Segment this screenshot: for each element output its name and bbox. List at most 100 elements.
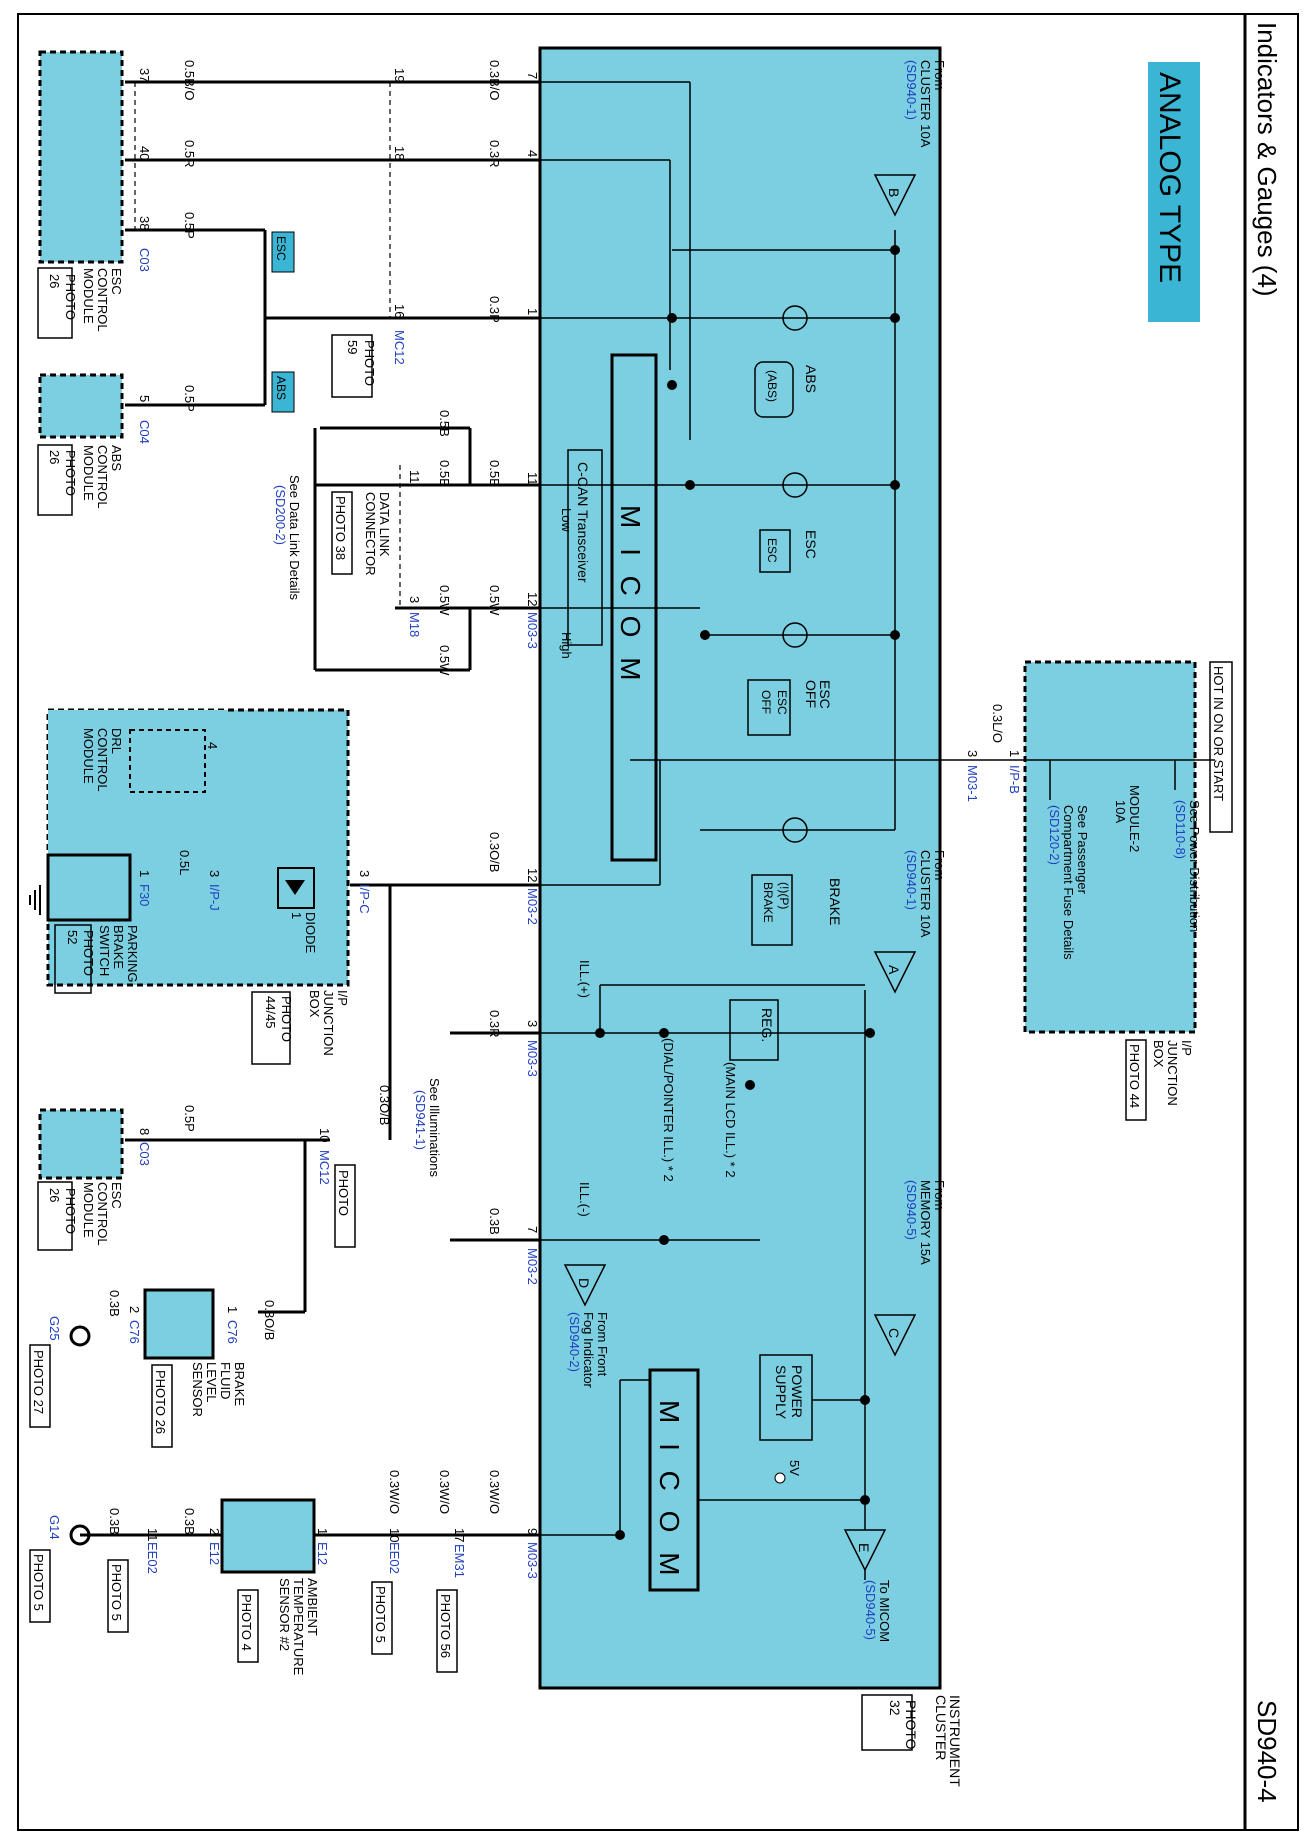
pin-7-top: 7: [525, 72, 540, 79]
ccan-transceiver-box: [567, 449, 603, 646]
wire-05l: 0.5L: [177, 850, 192, 875]
photo38-box: [331, 491, 353, 575]
conn-c04: C04: [137, 420, 152, 444]
conn-c76-b: C76: [127, 1320, 142, 1344]
hot-note: HOT IN ON OR START: [1211, 666, 1226, 801]
v5-label: 5V: [787, 1460, 802, 1476]
wire-05b-b: 0.5B: [437, 460, 452, 487]
conn-ee02-b: EE02: [145, 1542, 160, 1574]
conn-m03-3-a: M03-3: [525, 612, 540, 649]
pin-12-a: 12: [525, 592, 540, 606]
photo27-box: [29, 1344, 51, 1428]
photo4-box: [237, 1589, 259, 1663]
pin-3-ipc: 3: [357, 870, 372, 877]
wire-05p-b: 0.5P: [182, 385, 197, 412]
pin-2-c76: 2: [127, 1306, 142, 1313]
wire-05w-b: 0.5W: [487, 585, 502, 616]
esc-module-photo-box: [37, 267, 73, 339]
wire-05w-c: 0.5W: [437, 645, 452, 676]
pin-10-ee02: 10: [387, 1528, 402, 1542]
diode-icon: [285, 880, 305, 895]
cluster-junctions: [595, 245, 900, 1540]
wire-05r: 0.5R: [182, 140, 197, 167]
conn-ipj: I/P-J: [207, 884, 222, 911]
pin-11-a: 11: [525, 472, 540, 486]
micom-lower-box: [648, 1368, 700, 1592]
micom-lower-label: M I C O M: [654, 1400, 685, 1582]
abs-tag-box: [271, 371, 295, 413]
ground-icon-parking: [29, 885, 41, 915]
regulator-label: REG.: [759, 1008, 775, 1042]
brake-fluid-label-4: SENSOR: [190, 1362, 205, 1417]
power-supply-box: [759, 1354, 813, 1441]
conn-ee02-a: EE02: [387, 1542, 402, 1574]
wire-03r: 0.3R: [487, 140, 502, 167]
abs-module-label-1: ABS: [109, 445, 124, 471]
pin-1-c76: 1: [225, 1306, 240, 1313]
abs-module-label-2: CONTROL: [95, 445, 110, 509]
cluster-internal-wiring: [540, 81, 940, 1580]
ccan-high-label: High: [559, 632, 574, 659]
ccan-transceiver-label: C-CAN Transceiver: [575, 462, 591, 583]
esc-module-lower-photo-box: [37, 1181, 73, 1251]
parking-label-1: PARKING: [125, 925, 140, 983]
conn-c03-top: C03: [137, 248, 152, 272]
feed-a: A From CLUSTER 10A (SD940-1): [873, 850, 947, 994]
esc-off-label-1: ESC: [817, 680, 833, 709]
feed-d-triangle: [563, 1264, 607, 1307]
sd941-ref: (SD941-1): [413, 1090, 428, 1150]
conn-c03-lower: C03: [137, 1142, 152, 1166]
data-link-details: See Data Link Details: [287, 475, 302, 601]
wire-03ob-c: 0.3O/B: [262, 1300, 277, 1340]
esc-symbol-box: [759, 529, 791, 573]
esc-module-lower-label-3: MODULE: [81, 1182, 96, 1238]
conn-mc12-lower: MC12: [317, 1150, 332, 1185]
abs-module-photo-box: [37, 444, 73, 516]
feed-d-line-2: Fog Indicator: [581, 1312, 596, 1389]
esc-off-symbol-1: ESC: [775, 690, 789, 715]
conn-em31: EM31: [452, 1544, 467, 1578]
pin-16: 16: [392, 304, 407, 318]
regulator-box: [729, 999, 779, 1061]
photo44-box: [1125, 1039, 1147, 1121]
sheet-frame: [17, 13, 1299, 1831]
feed-b-line-2: CLUSTER 10A: [918, 60, 933, 148]
feed-e-ref: (SD940-5): [863, 1580, 878, 1640]
photo4445-1: PHOTO: [279, 996, 294, 1042]
conn-m03-3-c: M03-3: [525, 1542, 540, 1579]
power-supply-label-2: SUPPLY: [773, 1365, 789, 1420]
conn-mc12-top: MC12: [392, 330, 407, 365]
pin-37: 37: [137, 68, 152, 82]
ip-jb-upper-label-1: I/P: [1179, 1040, 1194, 1056]
ill-neg-label: ILL.(-): [577, 1182, 592, 1217]
power-supply-label-1: POWER: [789, 1365, 805, 1418]
feed-e: E To MICOM (SD940-5): [843, 1529, 892, 1642]
wire-03p: 0.3P: [487, 296, 502, 323]
conn-m18: M18: [407, 612, 422, 637]
instrument-cluster-photo-2: 32: [887, 1700, 903, 1716]
dlc-label-1: DATA LINK: [377, 492, 392, 557]
feed-c-ref: (SD940-5): [904, 1180, 919, 1240]
pin-12-b: 12: [525, 868, 540, 882]
photo56: PHOTO 56: [438, 1594, 453, 1658]
feed-e-line-1: To MICOM: [877, 1580, 892, 1642]
brake-indicator-group: (!)(P) BRAKE BRAKE: [751, 817, 843, 946]
wire-03r-b: 0.3R: [487, 1010, 502, 1037]
diode-num: 1: [289, 912, 304, 919]
pin-18: 18: [392, 146, 407, 160]
main-lcd-label: (MAIN LCD ILL.) * 2: [723, 1062, 738, 1178]
esc-off-symbol-2: OFF: [759, 690, 773, 714]
parking-label-3: SWITCH: [97, 925, 112, 976]
conn-c76-a: C76: [225, 1320, 240, 1344]
feed-c-triangle: [873, 1314, 917, 1357]
conn-ipc: I/P-C: [357, 884, 372, 914]
abs-lamp-icon: [782, 305, 808, 331]
photo4: PHOTO 4: [239, 1594, 254, 1651]
ambient-label-2: TEMPERATURE: [291, 1578, 306, 1676]
esc-module-lower-label-1: ESC: [109, 1182, 124, 1209]
abs-control-module-box: [38, 373, 124, 439]
conn-e12-a: E12: [315, 1542, 330, 1565]
feed-c-line-1: From: [932, 1180, 947, 1210]
power-dist-note: See Power Distribution: [1187, 800, 1202, 932]
esc-off-lamp-icon: [782, 622, 808, 648]
